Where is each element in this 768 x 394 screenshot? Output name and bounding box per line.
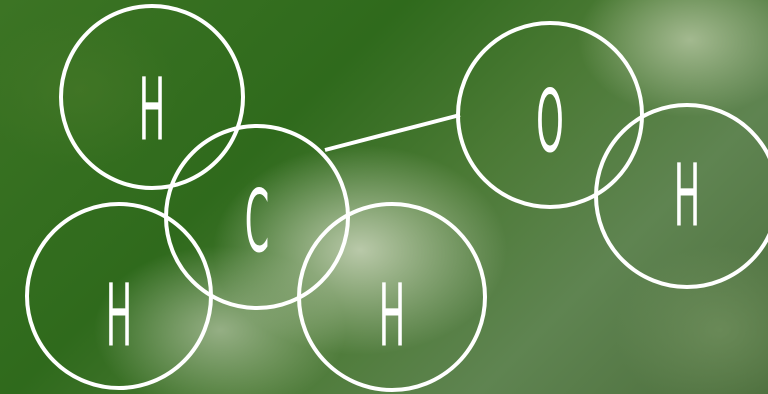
atom-o: O	[456, 21, 644, 209]
atom-h-right-label: H	[674, 146, 700, 247]
atom-o-label: O	[536, 72, 564, 173]
atom-c-label: C	[245, 172, 270, 273]
atom-h-bottom-center: H	[297, 202, 487, 392]
atom-h-top: H	[59, 4, 245, 190]
atom-c: C	[164, 124, 350, 310]
atom-h-bottom-center-label: H	[379, 266, 405, 367]
atom-h-bottom-left: H	[25, 202, 213, 390]
atom-h-top-label: H	[139, 60, 165, 161]
atom-h-bottom-left-label: H	[106, 266, 132, 367]
atom-h-right: H	[594, 103, 768, 289]
bond-c-o	[324, 113, 461, 152]
